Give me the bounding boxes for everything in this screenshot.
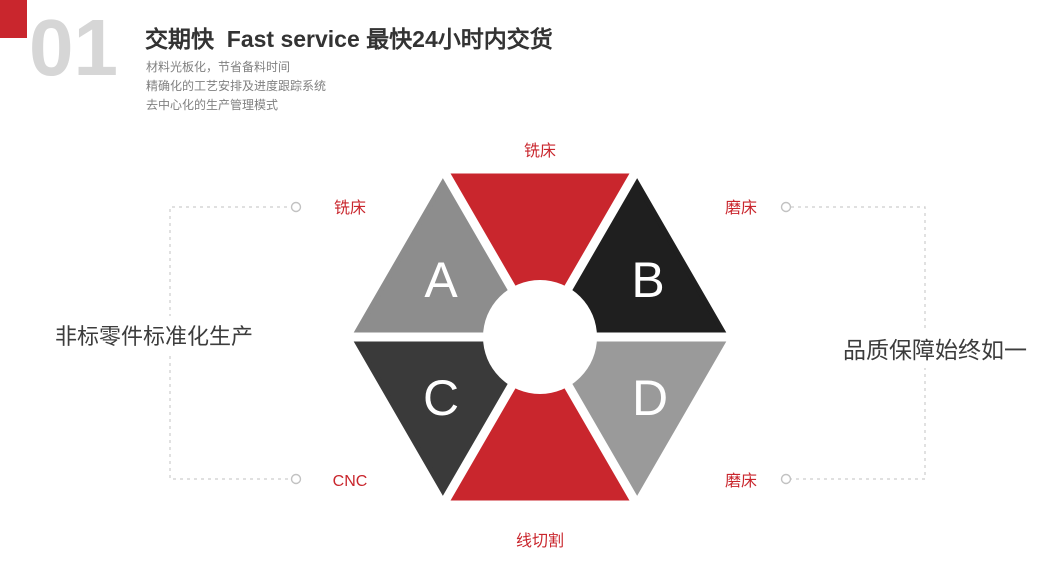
section-title: 交期快 Fast service 最快24小时内交货 [145, 26, 553, 52]
label-top-mill: 铣床 [524, 142, 556, 160]
letter-d: D [632, 370, 668, 426]
label-left-mill: 铣床 [334, 199, 366, 217]
left-caption: 非标零件标准化生产 [49, 316, 260, 354]
label-right-grinder-bottom: 磨床 [725, 472, 757, 490]
letter-c: C [423, 370, 459, 426]
corner-accent [0, 0, 27, 38]
right-top-node-circle [780, 201, 792, 213]
label-left-cnc: CNC [333, 473, 368, 490]
left-top-node-circle [290, 201, 302, 213]
left-bottom-node-circle [290, 473, 302, 485]
feature-line-1: 材料光板化，节省备料时间 [146, 60, 291, 74]
letter-b: B [631, 252, 664, 308]
center-circle [483, 280, 597, 394]
label-bottom-wirecut: 线切割 [516, 532, 564, 550]
feature-line-3: 去中心化的生产管理模式 [146, 98, 279, 112]
letter-a: A [424, 252, 458, 308]
right-bottom-node-circle [780, 473, 792, 485]
section-number: 01 [29, 3, 118, 92]
label-right-grinder: 磨床 [725, 199, 757, 217]
right-caption: 品质保障始终如一 [837, 328, 1033, 368]
feature-line-2: 精确化的工艺安排及进度跟踪系统 [146, 79, 327, 93]
